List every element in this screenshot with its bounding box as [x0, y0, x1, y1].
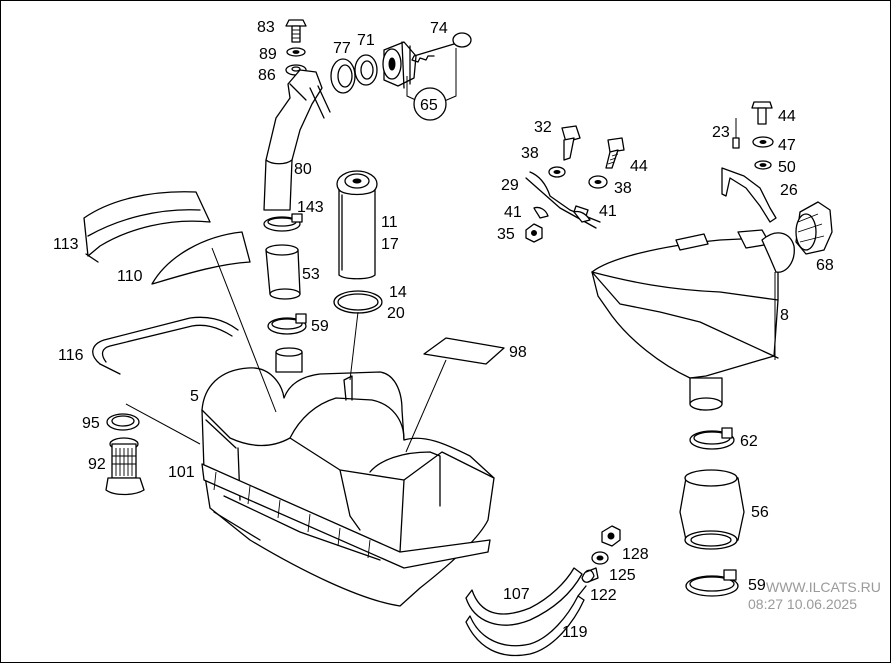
seal-77[interactable]	[330, 58, 356, 94]
label-86: 86	[258, 67, 276, 84]
label-125: 125	[609, 567, 636, 584]
clip-86[interactable]	[285, 64, 307, 76]
label-113: 113	[53, 236, 79, 253]
label-68: 68	[816, 257, 834, 274]
washer-47[interactable]	[752, 136, 774, 148]
label-14: 14	[389, 284, 407, 301]
reservoir-cap-68[interactable]	[795, 201, 833, 255]
hose-56[interactable]	[679, 469, 745, 550]
strap-107[interactable]	[465, 567, 583, 626]
label-50: 50	[778, 159, 796, 176]
washer-89[interactable]	[286, 47, 306, 57]
label-143: 143	[297, 199, 324, 216]
pad-98[interactable]	[423, 337, 505, 365]
washer-50[interactable]	[754, 160, 772, 170]
label-116: 116	[58, 347, 84, 364]
label-110: 110	[117, 268, 143, 285]
label-65: 65	[420, 97, 438, 114]
strap-116[interactable]	[92, 316, 239, 375]
washer-125[interactable]	[591, 551, 609, 565]
label-62: 62	[740, 433, 758, 450]
bracket-26[interactable]	[721, 167, 777, 223]
heat-shield-113[interactable]	[83, 191, 211, 263]
washer-38-right[interactable]	[588, 175, 608, 189]
spring-122[interactable]	[581, 567, 599, 583]
label-17: 17	[381, 236, 399, 253]
drain-screen-95[interactable]	[106, 413, 140, 431]
watermark: WWW.ILCATS.RU 08:27 10.06.2025	[748, 579, 881, 612]
label-35: 35	[497, 226, 515, 243]
label-23: 23	[712, 124, 730, 141]
part-labels: 83 89 86 77 71 74 65 80 143 53 59 11 17 …	[53, 19, 834, 641]
label-83: 83	[257, 19, 275, 36]
label-47: 47	[778, 137, 796, 154]
clamp-59-lower[interactable]	[685, 569, 739, 597]
label-95: 95	[82, 415, 100, 432]
bolt-32[interactable]	[561, 125, 581, 161]
fuel-tank-5[interactable]	[201, 347, 495, 607]
label-56: 56	[751, 504, 769, 521]
label-71: 71	[357, 32, 375, 49]
bolt-44-middle[interactable]	[605, 137, 625, 169]
key-74[interactable]	[411, 32, 472, 63]
label-26: 26	[780, 182, 798, 199]
group-65-callout	[406, 48, 457, 121]
label-20: 20	[387, 305, 405, 322]
leader-lines	[211, 118, 776, 453]
heat-shield-110[interactable]	[151, 231, 251, 285]
label-38-left: 38	[521, 145, 539, 162]
label-8: 8	[780, 307, 789, 324]
label-59-lower: 59	[748, 577, 766, 594]
bolt-44-right[interactable]	[751, 101, 773, 125]
label-38-right: 38	[614, 180, 632, 197]
label-32: 32	[534, 119, 552, 136]
tank-bottom-guard-101[interactable]	[125, 403, 491, 569]
label-92: 92	[88, 456, 106, 473]
label-77: 77	[333, 40, 351, 57]
filler-pipe-80[interactable]	[263, 69, 331, 211]
clip-41-right[interactable]	[573, 210, 591, 223]
label-53: 53	[302, 266, 320, 283]
filler-cap-65[interactable]	[382, 41, 417, 89]
label-29: 29	[501, 177, 519, 194]
label-122: 122	[590, 587, 617, 604]
washer-38-left[interactable]	[548, 166, 566, 178]
nut-128[interactable]	[601, 525, 621, 547]
label-107: 107	[503, 586, 530, 603]
watermark-site: WWW.ILCATS.RU	[766, 579, 881, 595]
nut-35[interactable]	[525, 223, 543, 243]
strap-119[interactable]	[465, 585, 587, 657]
label-74: 74	[430, 20, 448, 37]
hose-53[interactable]	[265, 244, 301, 300]
label-128: 128	[622, 546, 649, 563]
clamp-62[interactable]	[689, 427, 735, 450]
label-44-middle: 44	[630, 158, 648, 175]
label-59-upper: 59	[311, 318, 329, 335]
label-101: 101	[168, 464, 195, 481]
clamp-143[interactable]	[263, 213, 303, 232]
watermark-timestamp: 08:27 10.06.2025	[748, 596, 857, 612]
label-11: 11	[381, 214, 398, 231]
label-119: 119	[562, 624, 588, 641]
filter-92[interactable]	[105, 437, 145, 496]
seal-71[interactable]	[354, 54, 378, 86]
clip-41-left[interactable]	[533, 206, 549, 219]
label-80: 80	[294, 161, 312, 178]
label-5: 5	[190, 388, 199, 405]
sender-unit-11[interactable]	[336, 170, 378, 280]
clamp-59-upper[interactable]	[267, 313, 307, 335]
label-41-left: 41	[504, 204, 522, 221]
bolt-83[interactable]	[285, 19, 307, 43]
expansion-reservoir-8[interactable]	[591, 229, 795, 411]
label-44-right: 44	[778, 108, 796, 125]
label-98: 98	[509, 344, 527, 361]
seal-ring-14[interactable]	[333, 290, 383, 314]
label-89: 89	[259, 46, 277, 63]
label-41-right: 41	[599, 203, 617, 220]
